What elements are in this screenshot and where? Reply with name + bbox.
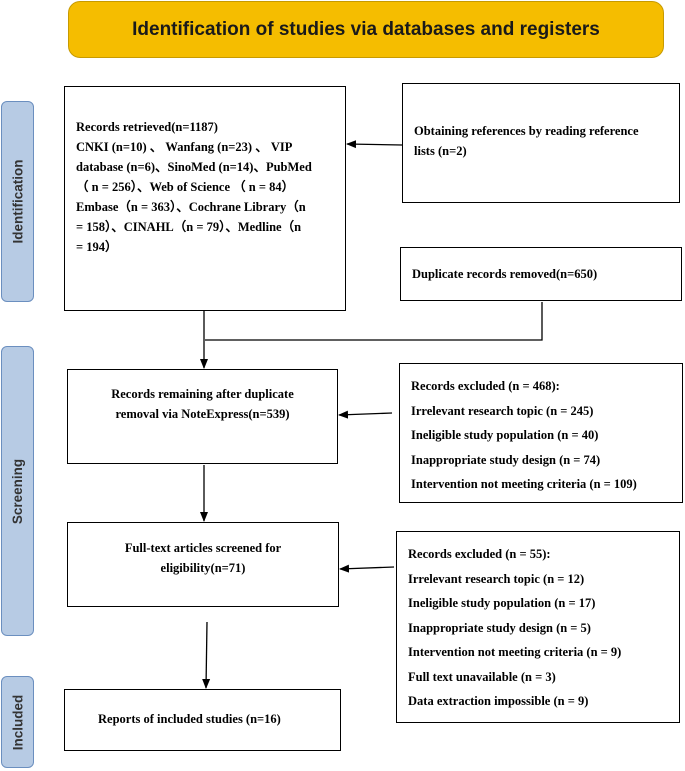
fulltext-line: eligibility(n=71)	[160, 561, 246, 575]
excluded-2-line: Ineligible study population (n = 17)	[408, 596, 596, 610]
excluded-2-line: Records excluded (n = 55):	[408, 547, 551, 561]
database-line: = 194）	[76, 240, 118, 254]
excluded-2-line: Data extraction impossible (n = 9)	[408, 694, 589, 708]
records-remaining-box: Records remaining after duplicate remova…	[67, 369, 338, 464]
records-retrieved-title: Records retrieved(n=1187)	[76, 120, 218, 134]
excluded-2-line: Inappropriate study design (n = 5)	[408, 620, 591, 635]
database-list: CNKI (n=10) 、 Wanfang (n=23) 、 VIP datab…	[76, 137, 339, 257]
included-studies-text: Reports of included studies (n=16)	[98, 712, 281, 726]
duplicates-removed-box: Duplicate records removed(n=650)	[400, 247, 682, 301]
excluded-1-line: Ineligible study population (n = 40)	[411, 428, 599, 442]
duplicates-removed-text: Duplicate records removed(n=650)	[412, 267, 598, 281]
database-line: CNKI (n=10) 、 Wanfang (n=23) 、 VIP	[76, 140, 293, 154]
records-excluded-box-1: Records excluded (n = 468): Irrelevant r…	[399, 363, 683, 503]
arrow-fulltext-to-included	[202, 621, 211, 689]
database-line: （ n = 256）、Web of Science （ n = 84）	[76, 180, 295, 194]
included-studies-box: Reports of included studies (n=16)	[64, 689, 341, 751]
phase-screening-text: Screening	[10, 458, 25, 524]
excluded-1-line: Records excluded (n = 468):	[411, 379, 560, 393]
excluded-2-line: Intervention not meeting criteria (n = 9…	[408, 645, 622, 659]
excluded-2-line: Full text unavailable (n = 3)	[408, 669, 556, 684]
excluded-1-line: Inappropriate study design (n = 74)	[411, 452, 601, 467]
database-line: Embase（n = 363）、Cochrane Library（n	[76, 200, 306, 214]
phase-label-screening: Screening	[1, 346, 34, 636]
fulltext-line: Full-text articles screened for	[124, 541, 282, 555]
arrow-references-to-retrieved	[346, 140, 403, 149]
phase-label-included: Included	[1, 676, 34, 768]
database-line: database (n=6)、SinoMed (n=14)、PubMed	[76, 160, 312, 174]
phase-included-text: Included	[10, 694, 26, 750]
arrow-excluded2-to-fulltext	[339, 564, 395, 573]
obtaining-references-line: lists (n=2)	[414, 144, 467, 158]
arrow-excluded1-to-remaining	[338, 410, 393, 419]
phase-identification-text: Identification	[10, 159, 25, 244]
records-remaining-line: Records remaining after duplicate	[111, 387, 294, 401]
excluded-2-line: Irrelevant research topic (n = 12)	[408, 571, 585, 586]
diagram-title: Identification of studies via databases …	[68, 1, 664, 58]
records-remaining-line: removal via NoteExpress(n=539)	[115, 407, 290, 421]
obtaining-references-line: Obtaining references by reading referenc…	[414, 124, 639, 138]
obtaining-references-box: Obtaining references by reading referenc…	[402, 83, 680, 203]
phase-label-identification: Identification	[1, 101, 34, 302]
excluded-1-line: Irrelevant research topic (n = 245)	[411, 403, 594, 418]
records-excluded-box-2: Records excluded (n = 55): Irrelevant re…	[396, 531, 680, 723]
fulltext-screened-box: Full-text articles screened for eligibil…	[67, 522, 339, 607]
records-retrieved-box: Records retrieved(n=1187) CNKI (n=10) 、 …	[64, 86, 346, 311]
excluded-1-line: Intervention not meeting criteria (n = 1…	[411, 477, 637, 491]
database-line: = 158）、CINAHL（n = 79）、Medline（n	[76, 220, 302, 234]
